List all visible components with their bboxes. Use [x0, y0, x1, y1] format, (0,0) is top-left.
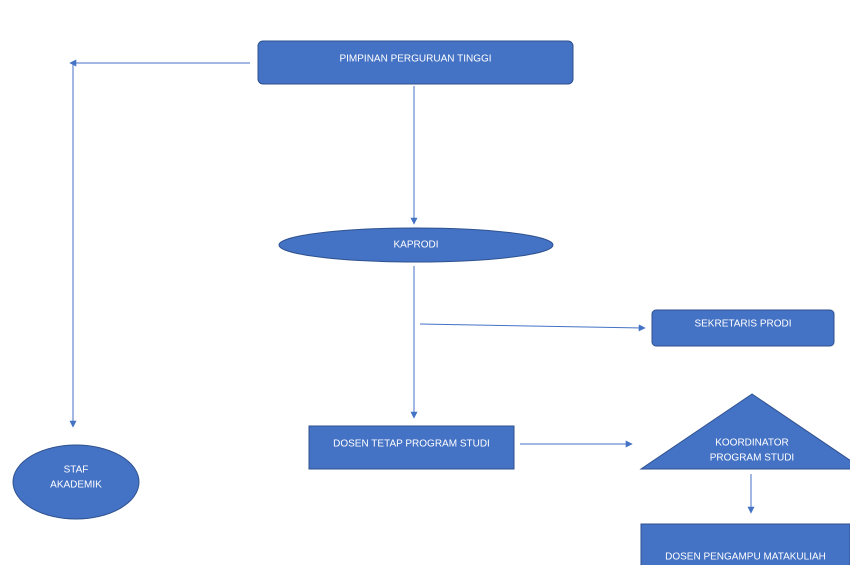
node-pimpinan: PIMPINAN PERGURUAN TINGGI: [257, 40, 574, 85]
node-kaprodi: KAPRODI: [278, 227, 554, 263]
node-staf-akademik: STAF AKADEMIK: [12, 444, 140, 520]
node-dosen-pengampu-label: DOSEN PENGAMPU MATAKULIAH: [665, 552, 826, 563]
edge-kaprodi-to-sekretaris: [419, 323, 646, 332]
node-sekretaris: SEKRETARIS PRODI: [651, 309, 835, 347]
node-koordinator-label-line1: KOORDINATOR: [715, 438, 789, 449]
node-pimpinan-label: PIMPINAN PERGURUAN TINGGI: [339, 54, 491, 65]
node-dosen-tetap-label: DOSEN TETAP PROGRAM STUDI: [333, 439, 490, 450]
node-dosen-pengampu: DOSEN PENGAMPU MATAKULIAH: [640, 523, 850, 565]
node-staf-label-line2: AKADEMIK: [50, 480, 102, 491]
node-koordinator-label-line2: PROGRAM STUDI: [710, 453, 794, 464]
node-sekretaris-label: SEKRETARIS PRODI: [694, 319, 791, 330]
node-koordinator: KOORDINATOR PROGRAM STUDI: [639, 393, 850, 470]
node-staf-label-line1: STAF: [64, 465, 89, 476]
node-dosen-tetap: DOSEN TETAP PROGRAM STUDI: [308, 425, 515, 470]
node-kaprodi-label: KAPRODI: [393, 240, 438, 251]
